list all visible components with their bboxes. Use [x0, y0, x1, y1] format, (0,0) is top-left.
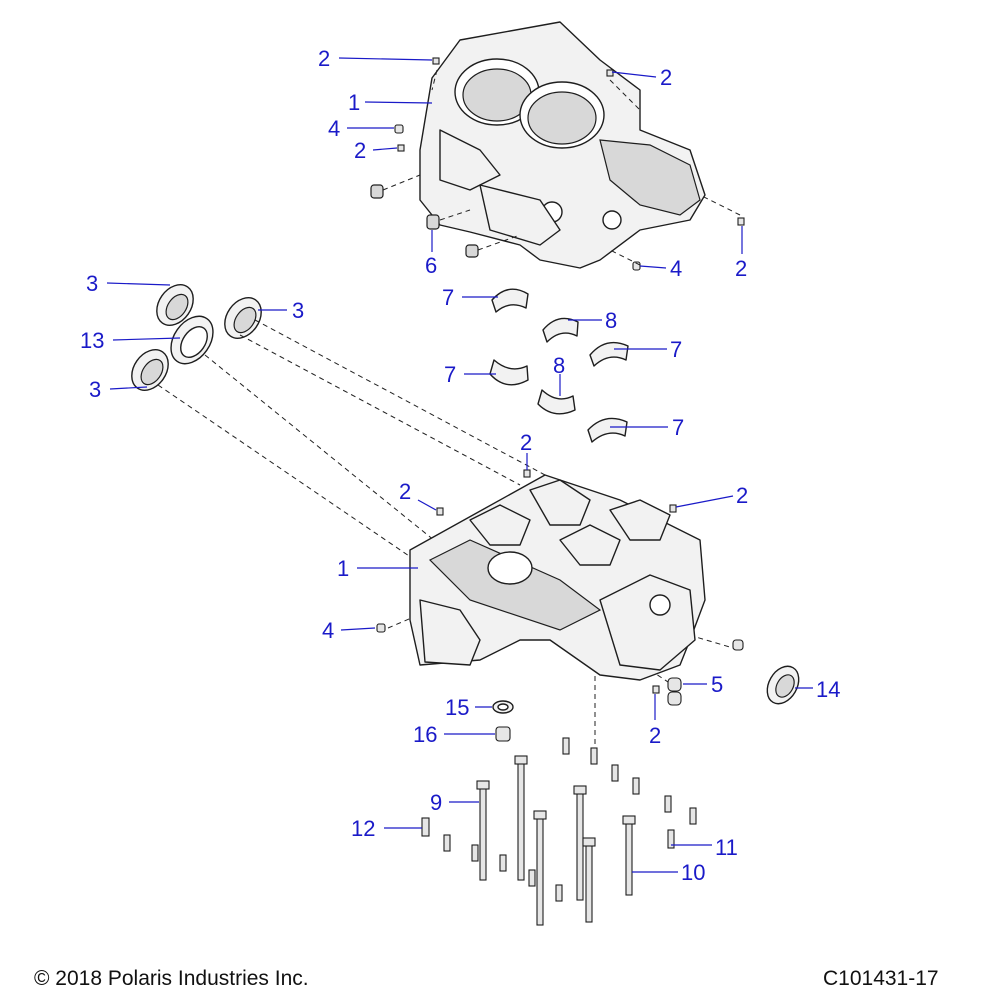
callout-7: 7	[442, 285, 454, 310]
callout-2: 2	[354, 138, 366, 163]
short-bolt	[528, 869, 536, 887]
short-bolt	[664, 795, 672, 813]
bearing-shell	[537, 389, 576, 415]
bolt-set	[421, 737, 697, 926]
bearing-shell	[489, 359, 529, 386]
callout-15: 15	[445, 695, 469, 720]
short-bolt	[611, 764, 619, 782]
callout-7: 7	[670, 337, 682, 362]
dowel-pin	[436, 507, 444, 516]
short-bolt	[667, 829, 675, 849]
callout-1: 1	[337, 556, 349, 581]
callout-11: 11	[715, 835, 738, 860]
callout-7: 7	[444, 362, 456, 387]
diagram-code: C101431-17	[823, 967, 939, 990]
long-bolt	[536, 814, 544, 926]
dowel-pin	[432, 57, 440, 65]
callout-10: 10	[681, 860, 705, 885]
plug	[376, 623, 386, 633]
short-bolt	[499, 854, 507, 872]
alignment-lines	[157, 69, 741, 760]
short-bolt	[471, 844, 479, 862]
fitting	[667, 691, 682, 706]
bearing-shell	[587, 417, 628, 443]
upper-crankcase	[419, 21, 706, 269]
long-bolt	[585, 841, 593, 923]
callout-3: 3	[86, 271, 98, 296]
dowel-pin	[523, 469, 531, 478]
callout-6: 6	[425, 253, 437, 278]
callout-3: 3	[292, 298, 304, 323]
drain-plug	[495, 726, 511, 742]
callout-2: 2	[735, 256, 747, 281]
callout-4: 4	[322, 618, 334, 643]
short-bolt	[632, 777, 640, 795]
callout-16: 16	[413, 722, 437, 747]
callout-3: 3	[89, 377, 101, 402]
short-bolt	[555, 884, 563, 902]
oil-jet	[426, 214, 440, 230]
seal-group-left	[131, 284, 262, 391]
fitting	[667, 677, 682, 692]
long-bolt	[576, 789, 584, 901]
dowel-pin	[397, 144, 405, 152]
plug	[732, 639, 744, 651]
callout-1: 1	[348, 90, 360, 115]
leader-lines	[106, 57, 813, 873]
callout-7: 7	[672, 415, 684, 440]
bearing-shell	[589, 341, 629, 367]
bearing-shell	[491, 288, 529, 313]
callout-8: 8	[553, 353, 565, 378]
oil-jet	[465, 244, 479, 258]
callout-14: 14	[816, 677, 840, 702]
short-bolt	[590, 747, 598, 765]
short-bolt	[689, 807, 697, 825]
short-bolt	[421, 817, 430, 837]
callout-9: 9	[430, 790, 442, 815]
callout-4: 4	[328, 116, 340, 141]
upper-hardware	[370, 57, 745, 271]
short-bolt	[443, 834, 451, 852]
dowel-pin	[606, 69, 614, 77]
long-bolt	[479, 784, 487, 881]
copyright-notice: © 2018 Polaris Industries Inc.	[34, 967, 309, 990]
callout-2: 2	[520, 430, 532, 455]
callout-5: 5	[711, 672, 723, 697]
callout-4: 4	[670, 256, 682, 281]
plug	[394, 124, 404, 134]
short-bolt	[562, 737, 570, 755]
dowel-pin	[737, 217, 745, 226]
callout-2: 2	[318, 46, 330, 71]
callout-labels: 2 2 1 4 2 6 4 2 3 3 13 3 7 8 7 7 8 7 2 2…	[80, 46, 840, 885]
callout-2: 2	[399, 479, 411, 504]
dowel-pin	[652, 685, 660, 694]
lower-hardware	[376, 469, 800, 742]
callout-2: 2	[660, 65, 672, 90]
dowel-pin	[669, 504, 677, 513]
callout-8: 8	[605, 308, 617, 333]
callout-2: 2	[736, 483, 748, 508]
callout-12: 12	[351, 816, 375, 841]
bearing-shell	[542, 317, 579, 343]
lower-crankcase	[409, 474, 706, 681]
callout-2: 2	[649, 723, 661, 748]
callout-13: 13	[80, 328, 104, 353]
long-bolt	[517, 759, 525, 881]
long-bolt	[625, 819, 633, 896]
oil-jet	[370, 184, 384, 199]
